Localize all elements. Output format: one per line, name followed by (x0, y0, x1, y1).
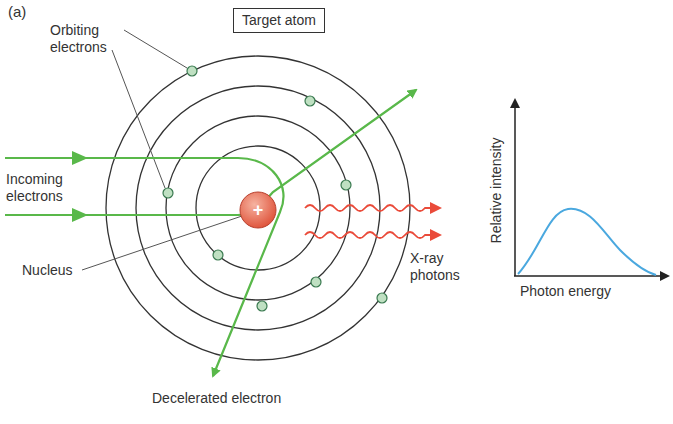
direction-arrows (72, 151, 88, 222)
part-label: Orbiting electrons (50, 22, 128, 56)
x-ray-photons (305, 205, 440, 238)
part-label: Decelerated electron (152, 390, 281, 407)
nucleus-sign: + (240, 192, 276, 228)
title-box: Target atom (233, 8, 325, 33)
part-label: X-ray photons (410, 250, 472, 284)
panel-letter: (a) (8, 3, 26, 20)
electron-paths (5, 90, 416, 376)
part-label: Incoming electrons (6, 171, 78, 205)
spectrum-graph (514, 100, 668, 276)
axis-label: Photon energy (520, 283, 611, 300)
nucleus-node: + (240, 192, 276, 228)
leader-lines (82, 30, 242, 270)
orbiting-electrons (163, 66, 387, 311)
title-text: Target atom (242, 12, 316, 29)
axis-label: Relative intensity (488, 137, 505, 243)
nucleus-disc (240, 192, 276, 228)
part-label: Nucleus (22, 262, 73, 279)
